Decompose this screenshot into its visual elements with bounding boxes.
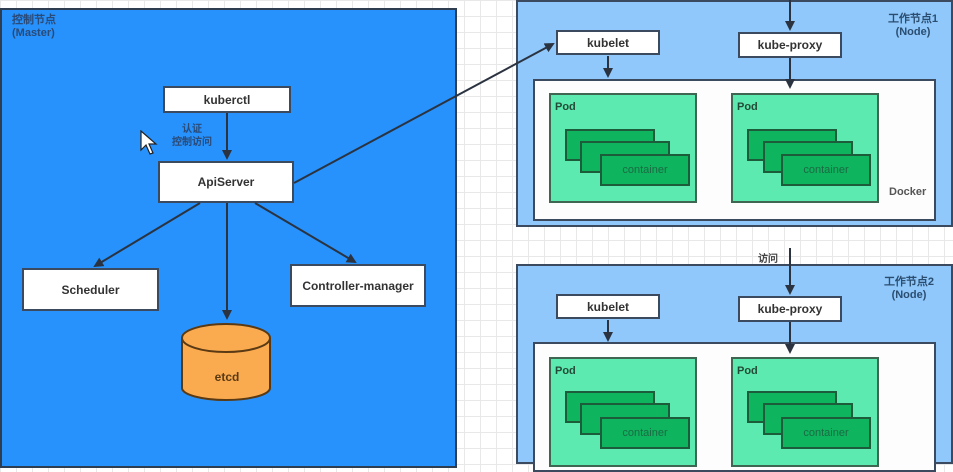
etcd-top (181, 323, 271, 353)
apiserver-label: ApiServer (197, 175, 255, 189)
node2-kube-proxy-box[interactable]: kube-proxy (738, 296, 842, 322)
kubectl-box[interactable]: kuberctl (163, 86, 291, 113)
node2-kube-proxy-label: kube-proxy (757, 302, 823, 316)
mouse-cursor-icon (140, 130, 158, 155)
scheduler-label: Scheduler (61, 282, 120, 297)
node1-kubelet-label: kubelet (586, 35, 629, 50)
node1-kubelet-box[interactable]: kubelet (556, 30, 660, 55)
node2-title: 工作节点2 (Node) (874, 276, 944, 302)
apiserver-box[interactable]: ApiServer (158, 161, 294, 203)
container-front[interactable]: container (781, 154, 871, 186)
master-title-cn: 控制节点 (12, 14, 56, 26)
node1-title: 工作节点1 (Node) (878, 13, 948, 39)
etcd-body (181, 338, 271, 401)
etcd-cylinder[interactable] (180, 320, 274, 410)
node2-kubelet-label: kubelet (586, 299, 629, 314)
master-title: 控制节点 (Master) (12, 14, 56, 40)
auth-label: 认证 控制访问 (172, 123, 212, 149)
node1-title-cn: 工作节点1 (887, 13, 939, 25)
container-label: container (622, 427, 668, 439)
node2-kubelet-box[interactable]: kubelet (556, 294, 660, 319)
container-label: container (803, 427, 849, 439)
node1-title-en: (Node) (895, 26, 931, 38)
pod-label: Pod (555, 101, 576, 113)
node1-pod1[interactable]: Pod container (549, 93, 697, 203)
access-label: 访问 (758, 254, 778, 265)
pod-label: Pod (737, 365, 758, 377)
node2-pod1[interactable]: Pod container (549, 357, 697, 467)
node2-title-en: (Node) (891, 289, 927, 301)
node1-pod2[interactable]: Pod container (731, 93, 879, 203)
auth-label-line2: 控制访问 (172, 137, 212, 148)
node1-kube-proxy-box[interactable]: kube-proxy (738, 32, 842, 58)
controller-manager-label: Controller-manager (302, 278, 414, 293)
node1-kube-proxy-label: kube-proxy (757, 38, 823, 52)
etcd-label: etcd (214, 370, 240, 384)
node2-title-cn: 工作节点2 (883, 276, 935, 288)
container-front[interactable]: container (781, 417, 871, 449)
controller-manager-box[interactable]: Controller-manager (290, 264, 426, 307)
pod-label: Pod (737, 101, 758, 113)
auth-label-line1: 认证 (182, 124, 202, 135)
kubectl-label: kuberctl (203, 92, 251, 107)
container-label: container (622, 164, 668, 176)
master-title-en: (Master) (12, 27, 55, 39)
node2-pod2[interactable]: Pod container (731, 357, 879, 467)
pod-label: Pod (555, 365, 576, 377)
scheduler-box[interactable]: Scheduler (22, 268, 159, 311)
container-front[interactable]: container (600, 154, 690, 186)
container-label: container (803, 164, 849, 176)
container-front[interactable]: container (600, 417, 690, 449)
node1-docker-label: Docker (889, 186, 927, 198)
